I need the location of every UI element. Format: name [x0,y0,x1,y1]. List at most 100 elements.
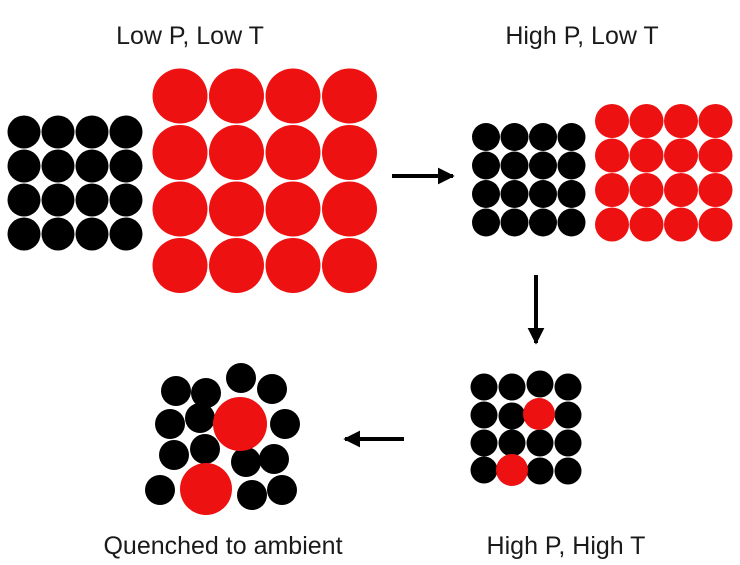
black-atom [75,183,109,217]
red-atom [322,181,377,237]
red-atom [209,125,264,180]
black-atom [159,440,189,470]
black-atom [7,149,41,183]
red-atom [209,238,264,293]
black-atom [472,151,500,180]
red-atom [629,138,664,173]
red-atom [595,104,629,138]
black-atom [270,409,300,439]
black-atom [557,123,586,151]
black-atom [557,208,586,237]
black-atom [472,208,500,237]
black-atom [498,373,526,401]
black-atom [226,363,256,393]
red-atom [152,125,208,180]
black-atom [470,401,498,429]
black-atom [75,217,109,251]
black-atom [257,374,287,404]
red-atom [629,173,664,207]
low-p-low-t-arrangement [7,68,377,293]
red-atom [152,68,208,124]
stage-label-high-p-low-t: High P, Low T [505,22,659,50]
black-atom [185,403,215,433]
red-atom [595,138,629,173]
red-atom [265,125,321,180]
red-atom [664,207,698,242]
black-atom [41,149,75,183]
red-atom [213,397,267,451]
red-atom [595,207,629,242]
red-atom [664,104,698,138]
black-atom [267,475,297,505]
black-atom [155,409,185,439]
black-atom [554,373,582,401]
black-atom [7,217,41,251]
black-atom [557,180,586,208]
black-atom [500,180,529,208]
black-atom [41,115,75,149]
black-atom [526,370,554,398]
red-atom [629,104,664,138]
high-p-low-t-arrangement [472,104,733,242]
stage-label-quenched: Quenched to ambient [103,532,343,560]
black-atom [190,434,220,464]
black-atom [75,149,109,183]
red-atom [209,181,264,237]
black-atom [161,376,191,406]
black-atom [500,123,529,151]
black-atom [470,429,498,457]
red-atom [698,104,733,138]
red-atom [664,173,698,207]
red-atom [496,454,528,486]
red-atom [595,173,629,207]
red-atom [698,138,733,173]
black-atom [237,480,267,510]
black-atom [554,401,582,429]
black-atom [529,208,557,237]
red-atom [152,181,208,237]
black-atom [470,456,498,484]
red-atom [698,207,733,242]
black-atom [145,475,175,505]
black-atom [529,123,557,151]
black-atom [554,429,582,457]
stage-label-low-p-low-t: Low P, Low T [116,22,264,50]
black-atom [109,217,143,251]
black-atom [500,208,529,237]
black-atom [529,151,557,180]
high-p-high-t-arrangement [470,370,582,486]
red-atom [265,238,321,293]
red-atom [322,125,377,180]
red-atom [523,398,555,430]
black-atom [7,115,41,149]
black-atom [529,180,557,208]
black-atom [109,183,143,217]
red-atom [322,68,377,124]
black-atom [498,429,526,457]
black-atom [7,183,41,217]
red-atom [629,207,664,242]
black-atom [191,378,221,408]
black-atom [75,115,109,149]
red-atom [209,68,264,124]
black-atom [470,373,498,401]
black-atom [526,457,554,485]
black-atom [554,457,582,485]
stage-label-high-p-high-t: High P, High T [486,532,646,560]
black-atom [526,429,554,457]
black-atom [500,151,529,180]
black-atom [557,151,586,180]
red-atom [265,181,321,237]
red-atom [664,138,698,173]
black-atom [109,149,143,183]
black-atom [472,180,500,208]
quenched-arrangement [145,363,300,515]
black-atom [41,217,75,251]
black-atom [472,123,500,151]
red-atom [265,68,321,124]
red-atom [180,463,232,515]
red-atom [698,173,733,207]
red-atom [152,238,208,293]
